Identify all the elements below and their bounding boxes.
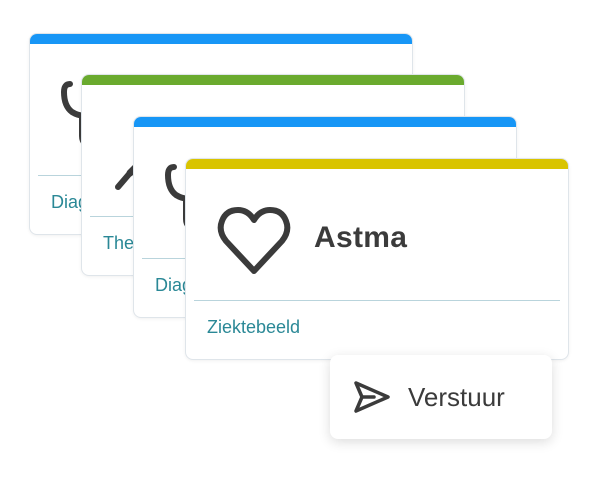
card-accent-bar [30,34,412,44]
card-accent-bar [134,117,516,127]
card-accent-bar [186,159,568,169]
heart-icon [217,207,291,274]
send-button-label: Verstuur [408,382,505,412]
card-title: Astma [314,221,408,254]
card-divider [194,300,560,301]
card-accent-bar [82,75,464,85]
send-button[interactable]: Verstuur [330,355,552,439]
send-icon [354,381,390,413]
card-astma[interactable]: Astma Ziektebeeld [185,158,569,360]
card-category: Ziektebeeld [207,317,301,337]
